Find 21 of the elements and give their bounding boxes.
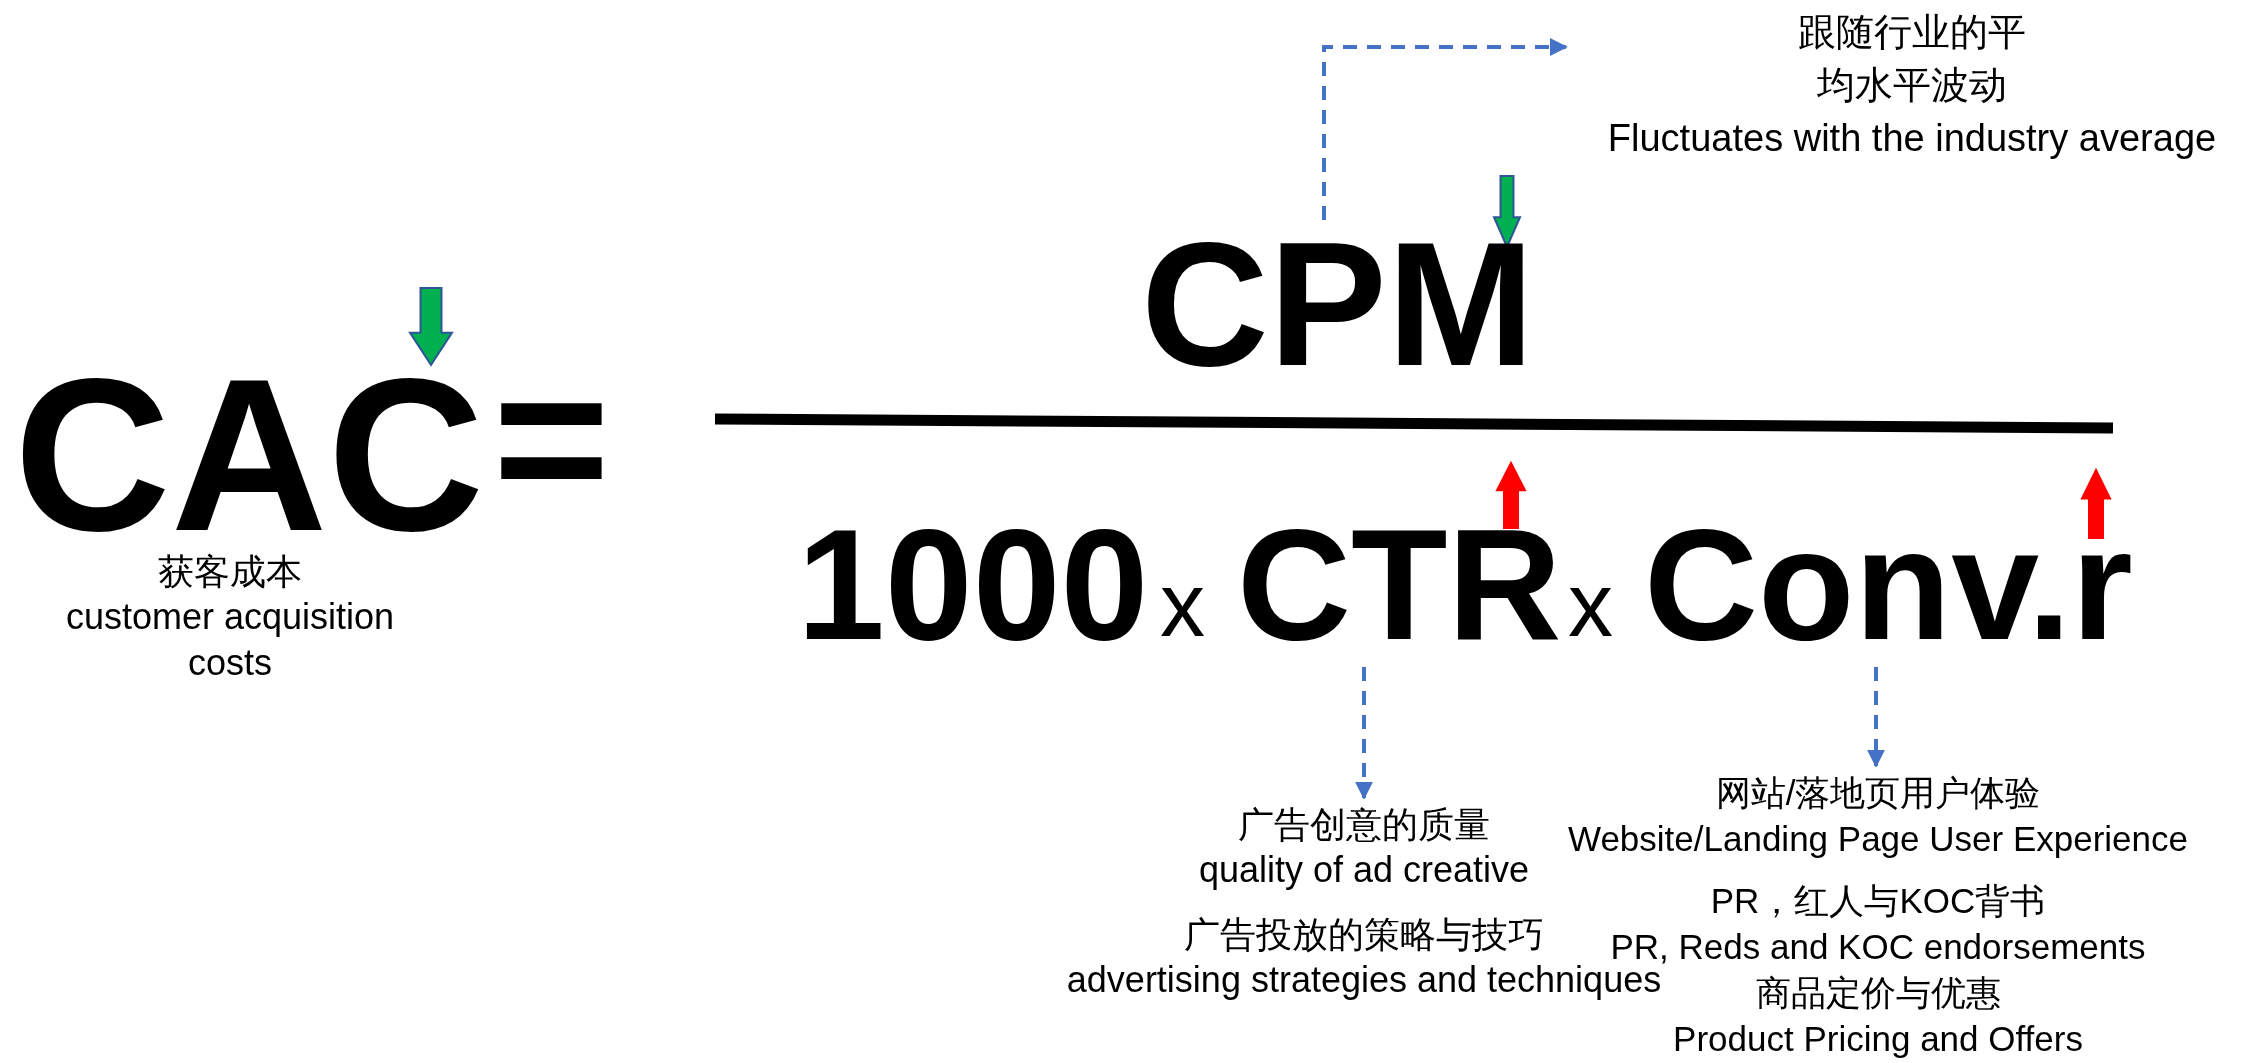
annotation-text: 跟随行业的平均水平波动 <box>1797 10 2027 108</box>
annotation-text: 广告投放的策略与技巧 <box>1184 913 1544 957</box>
annotation-text: PR，红人与KOC背书 <box>1710 880 2046 922</box>
annotation-text: Fluctuates with the industry average <box>1607 116 2217 161</box>
annotation-text: quality of ad creative <box>1198 848 1530 892</box>
arrow <box>1355 667 1373 800</box>
formula-term: CTR <box>1237 505 1562 663</box>
annotation-text: 广告创意的质量 <box>1238 803 1490 847</box>
multiply-sign: x <box>1160 560 1205 650</box>
annotation-text: 网站/落地页用户体验 <box>1715 772 2041 814</box>
annotation-text: 商品定价与优惠 <box>1755 972 2001 1014</box>
formula-term: 1000 <box>797 505 1149 663</box>
equals-sign: = <box>493 339 610 539</box>
annotation-text: Product Pricing and Offers <box>1673 1018 2083 1060</box>
annotation-text: Website/Landing Page User Experience <box>1568 818 2188 860</box>
arrow <box>1867 667 1885 768</box>
multiply-sign: x <box>1568 560 1613 650</box>
formula-term: CPM <box>1141 216 1535 393</box>
arrow <box>1322 38 1568 220</box>
formula-term: Conv.r <box>1644 505 2133 663</box>
term-label: customer acquisition costs <box>64 595 396 685</box>
